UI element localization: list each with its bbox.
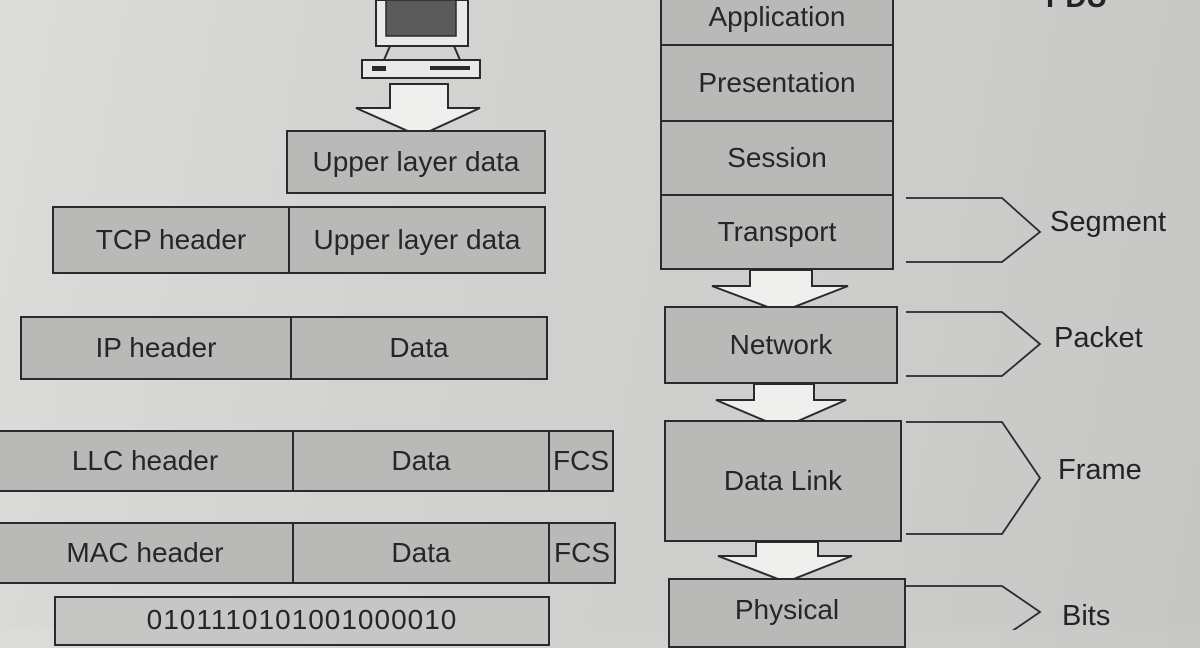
osi-layer-physical-label: Physical xyxy=(734,594,840,625)
tcp-upper-data-cell: Upper layer data xyxy=(288,208,544,272)
computer-icon xyxy=(361,0,481,79)
osi-layer-network: Network xyxy=(664,306,898,384)
ip-data-label: Data xyxy=(389,332,449,363)
mac-fcs-label: FCS xyxy=(554,537,610,568)
pdu-packet-label: Packet xyxy=(1054,322,1143,354)
llc-data-cell: Data xyxy=(292,432,548,490)
brace-segment xyxy=(906,197,1042,263)
brace-packet xyxy=(906,311,1042,377)
upper-layer-data-label: Upper layer data xyxy=(312,146,520,177)
osi-layer-session: Session xyxy=(662,122,892,196)
down-arrow-computer xyxy=(355,83,481,138)
mac-header-cell: MAC header xyxy=(0,524,292,582)
tcp-upper-data-label: Upper layer data xyxy=(313,224,521,255)
osi-layer-data-link: Data Link xyxy=(664,420,902,542)
down-arrow-transport-network xyxy=(711,269,849,314)
mac-header-label: MAC header xyxy=(66,537,224,568)
tcp-segment-block: TCP header Upper layer data xyxy=(52,206,546,274)
osi-layer-data-link-label: Data Link xyxy=(723,465,843,496)
llc-data-label: Data xyxy=(391,445,451,476)
osi-layer-transport: Transport xyxy=(662,196,892,268)
tcp-header-cell: TCP header xyxy=(54,208,288,272)
llc-frame-block: LLC header Data FCS xyxy=(0,430,614,492)
osi-layer-application: Application xyxy=(662,0,892,46)
llc-fcs-cell: FCS xyxy=(548,432,612,490)
llc-header-label: LLC header xyxy=(71,445,219,476)
upper-layer-data-block: Upper layer data xyxy=(286,130,546,194)
diagram-graphics xyxy=(355,0,1042,630)
osi-layer-presentation-label: Presentation xyxy=(698,67,856,98)
osi-layer-transport-label: Transport xyxy=(717,216,837,247)
mac-fcs-cell: FCS xyxy=(548,524,614,582)
down-arrow-datalink-physical xyxy=(717,541,853,584)
pdu-segment-label: Segment xyxy=(1050,206,1167,238)
pdu-frame-label: Frame xyxy=(1058,454,1142,486)
llc-header-cell: LLC header xyxy=(0,432,292,490)
ip-header-cell: IP header xyxy=(22,318,290,378)
llc-fcs-label: FCS xyxy=(553,445,609,476)
pdu-header-fragment: PDU xyxy=(1046,0,1107,15)
pdu-bits-label: Bits xyxy=(1062,600,1111,632)
osi-layer-network-label: Network xyxy=(729,329,833,360)
bits-block: 0101110101001000010 xyxy=(54,596,550,646)
mac-data-label: Data xyxy=(391,537,451,568)
osi-layer-presentation: Presentation xyxy=(662,46,892,122)
bits-label: 0101110101001000010 xyxy=(146,604,458,635)
mac-frame-block: MAC header Data FCS xyxy=(0,522,616,584)
osi-layer-physical: Physical xyxy=(668,578,906,648)
osi-stack-upper: Application Presentation Session Transpo… xyxy=(660,0,894,270)
tcp-header-label: TCP header xyxy=(95,224,247,255)
down-arrow-network-datalink xyxy=(715,383,847,430)
brace-frame xyxy=(906,421,1042,535)
brace-bits xyxy=(906,585,1042,630)
osi-layer-session-label: Session xyxy=(727,142,827,173)
osi-layer-application-label: Application xyxy=(708,1,846,32)
mac-data-cell: Data xyxy=(292,524,548,582)
ip-packet-block: IP header Data xyxy=(20,316,548,380)
ip-header-label: IP header xyxy=(95,332,217,363)
ip-data-cell: Data xyxy=(290,318,546,378)
